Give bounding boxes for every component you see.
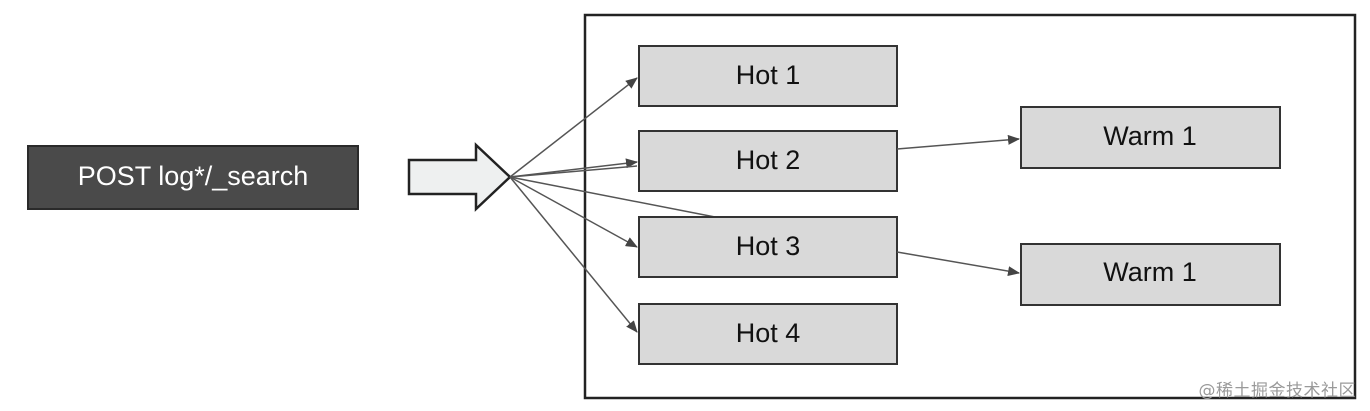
hot-node-box <box>638 216 898 278</box>
hot-node-box <box>638 303 898 365</box>
hot-node-3: Hot 3 <box>638 216 898 278</box>
dispatch-arrow <box>407 142 512 212</box>
query-box <box>27 145 359 210</box>
watermark-text: @稀土掘金技术社区 <box>1198 381 1356 401</box>
hot-node-label: Hot 1 <box>736 60 801 90</box>
hot-node-label: Hot 3 <box>736 231 801 261</box>
hot-node-4: Hot 4 <box>638 303 898 365</box>
hot-node-2: Hot 2 <box>638 130 898 192</box>
warm-node-box <box>1020 243 1281 306</box>
edge-to-hot-3 <box>509 176 638 248</box>
hot-node-box <box>638 130 898 192</box>
dispatch-edges <box>509 77 716 333</box>
hot-node-label: Hot 2 <box>736 145 801 175</box>
edge-to-hot-4 <box>509 176 638 333</box>
hot-node-box <box>638 45 898 107</box>
edge-to-hot-3-upper <box>509 176 716 218</box>
query-node: POST log*/_search <box>27 145 359 210</box>
warm-node-label: Warm 1 <box>1103 121 1197 151</box>
warm-node-label: Warm 1 <box>1103 257 1197 287</box>
hot-node-label: Hot 4 <box>736 318 801 348</box>
warm-node-1: Warm 1 <box>1020 106 1281 169</box>
replication-edges <box>896 134 1020 277</box>
cluster-frame <box>583 13 1357 400</box>
query-label: POST log*/_search <box>78 161 309 191</box>
edge-to-hot-1 <box>509 77 638 178</box>
hot-node-1: Hot 1 <box>638 45 898 107</box>
edge-hot-2-to-warm-1 <box>896 134 1020 150</box>
edge-to-hot-2-upper <box>509 165 638 178</box>
warm-node-2: Warm 1 <box>1020 243 1281 306</box>
warm-node-box <box>1020 106 1281 169</box>
edge-hot-3-to-warm-2 <box>896 251 1020 277</box>
